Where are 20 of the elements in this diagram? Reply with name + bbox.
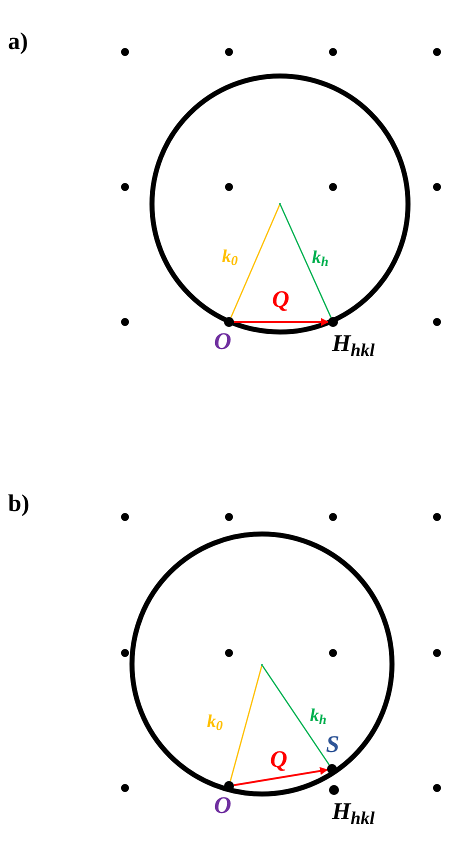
panel-label: a)	[8, 30, 28, 54]
vector-label: Q	[272, 288, 290, 312]
reciprocal-lattice-point	[328, 317, 338, 327]
reciprocal-lattice-point	[224, 317, 234, 327]
point-label: S	[326, 733, 340, 757]
vector-label: k$_{h}$	[310, 706, 327, 724]
reciprocal-lattice-point	[224, 781, 234, 791]
point-label: O	[214, 330, 232, 354]
reciprocal-lattice-point	[329, 785, 339, 795]
vector-label: k$_{0}$	[222, 247, 238, 265]
point-label: H$_{hkl}$	[332, 800, 375, 824]
vector-label: Q	[270, 748, 288, 772]
point-label: H$_{hkl}$	[332, 332, 375, 356]
reciprocal-lattice-point	[327, 764, 337, 774]
vector-label: k$_{h}$	[312, 248, 329, 266]
vector-arrow	[234, 767, 328, 786]
vector-label: k$_{0}$	[207, 712, 223, 730]
point-label: O	[214, 794, 232, 818]
vector-arrow	[234, 318, 329, 326]
panel-label: b)	[8, 492, 30, 516]
